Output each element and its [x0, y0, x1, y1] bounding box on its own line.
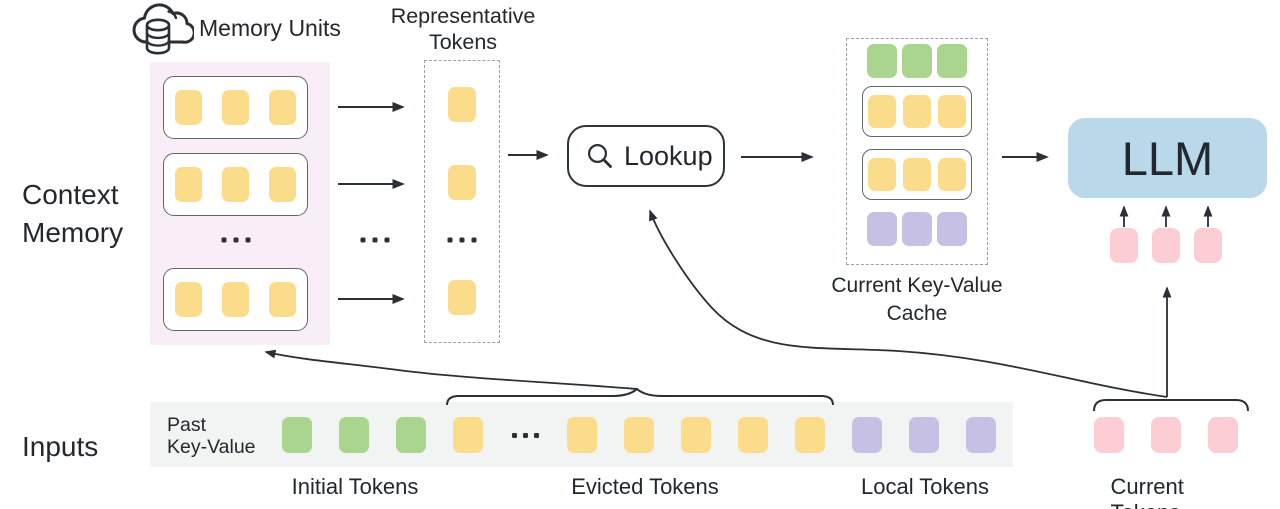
current-token-row — [1094, 417, 1238, 453]
token-yellow — [222, 90, 249, 125]
cache-label-line1: Current Key-Value — [831, 274, 1003, 297]
token-pink — [1208, 417, 1238, 453]
token-yellow — [938, 95, 966, 128]
cache-memory-unit-1 — [862, 86, 972, 137]
token-green — [902, 44, 932, 78]
llm-label: LLM — [1121, 131, 1214, 185]
ellipsis-dots — [447, 237, 477, 243]
llm-input-tokens — [1110, 228, 1222, 263]
ellipsis-dots — [360, 237, 390, 243]
llm-box: LLM — [1068, 118, 1267, 198]
token-purple — [966, 417, 996, 453]
token-green — [937, 44, 967, 78]
token-yellow — [738, 417, 768, 453]
token-yellow — [903, 95, 931, 128]
initial-tokens-caption: Initial Tokens — [291, 474, 419, 499]
token-yellow — [567, 417, 597, 453]
token-yellow — [175, 167, 202, 202]
rep-line1: Representative — [390, 4, 536, 28]
token-yellow — [448, 87, 476, 122]
token-yellow — [795, 417, 825, 453]
mid-ellipsis — [360, 237, 390, 243]
token-yellow — [269, 90, 296, 125]
context-line2: Memory — [22, 217, 124, 248]
ellipsis-dots — [510, 417, 540, 453]
memory-ellipsis — [221, 237, 251, 243]
current-tokens-caption: Current Tokens — [1110, 474, 1184, 509]
past-token-row — [282, 417, 996, 453]
token-green — [339, 417, 369, 453]
token-yellow — [222, 167, 249, 202]
inputs-label: Inputs — [22, 431, 99, 462]
token-purple — [937, 212, 967, 246]
memory-unit-3 — [163, 268, 308, 331]
token-pink — [1094, 417, 1124, 453]
token-purple — [902, 212, 932, 246]
current-tokens-bracket — [1093, 399, 1249, 412]
past-line1: Past — [167, 414, 207, 436]
token-purple — [867, 212, 897, 246]
token-purple — [909, 417, 939, 453]
token-yellow — [868, 158, 896, 191]
representative-tokens-box — [424, 60, 500, 343]
cache-initial-row — [867, 44, 967, 78]
memory-units-title: Memory Units — [199, 15, 341, 41]
token-yellow — [938, 158, 966, 191]
current-kv-cache-box — [846, 38, 988, 265]
token-pink — [1151, 417, 1181, 453]
memory-unit-1 — [163, 76, 308, 139]
context-memory-panel — [150, 62, 330, 345]
token-yellow — [453, 417, 483, 453]
lookup-button: Lookup — [567, 125, 725, 187]
ellipsis-dots — [221, 237, 251, 243]
token-purple — [852, 417, 882, 453]
past-line2: Key-Value — [167, 435, 256, 458]
cache-memory-unit-2 — [862, 149, 972, 200]
token-yellow — [269, 167, 296, 202]
token-green — [867, 44, 897, 78]
evicted-tokens-caption: Evicted Tokens — [571, 474, 719, 499]
token-green — [282, 417, 312, 453]
token-yellow — [175, 90, 202, 125]
token-yellow — [448, 280, 476, 315]
token-yellow — [269, 282, 296, 317]
token-yellow — [448, 165, 476, 200]
context-line1: Context — [22, 179, 119, 210]
token-yellow — [222, 282, 249, 317]
cache-local-row — [867, 212, 967, 246]
token-yellow — [681, 417, 711, 453]
token-yellow — [175, 282, 202, 317]
arrow-evicted-to-memory — [264, 349, 638, 390]
memory-unit-2 — [163, 153, 308, 216]
token-yellow — [903, 158, 931, 191]
memory-cloud-database-icon — [132, 3, 194, 55]
cache-label-line2: Cache — [886, 302, 948, 325]
representative-ellipsis — [447, 237, 477, 243]
token-pink — [1152, 228, 1180, 263]
local-tokens-caption: Local Tokens — [860, 474, 990, 499]
token-pink — [1110, 228, 1138, 263]
magnifier-icon — [588, 144, 612, 168]
token-pink — [1194, 228, 1222, 263]
token-yellow — [624, 417, 654, 453]
rep-line2: Tokens — [428, 30, 498, 54]
token-green — [396, 417, 426, 453]
lookup-label: Lookup — [624, 140, 713, 171]
token-yellow — [868, 95, 896, 128]
